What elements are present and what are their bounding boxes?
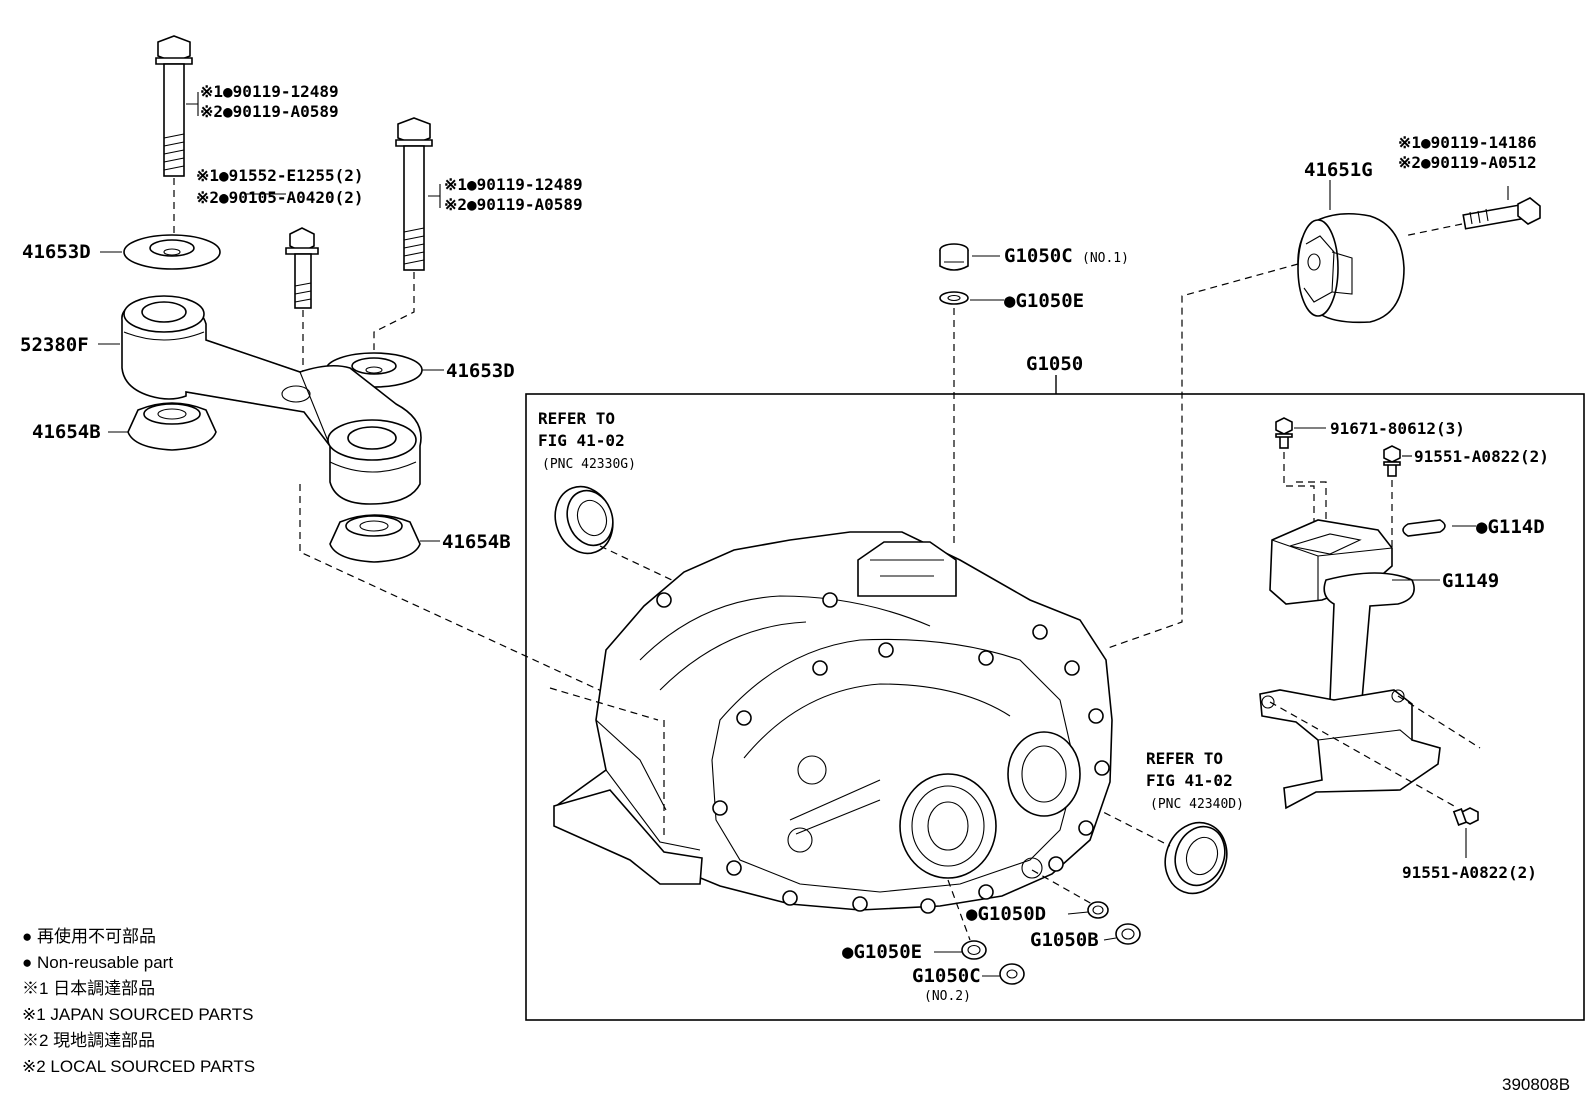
bolt-91551-bottom-icon[interactable]	[1452, 807, 1479, 826]
plug-top-note: (NO.1)	[1082, 251, 1129, 266]
washer-upper-label[interactable]: 41653D	[22, 241, 91, 263]
cushion-left-label[interactable]: 41654B	[32, 421, 101, 443]
engine-mount-icon[interactable]	[1297, 212, 1405, 324]
bracket-icon[interactable]	[121, 295, 422, 505]
long-bolt-right-icon[interactable]	[395, 117, 433, 271]
legend: ● 再使用不可部品 ● Non-reusable part ※1 日本調達部品 …	[22, 926, 255, 1076]
unit-g1149-icon[interactable]	[1259, 519, 1441, 810]
transaxle-housing-icon[interactable]	[553, 531, 1113, 914]
g1050e-lower-label[interactable]: ●G1050E	[842, 941, 922, 963]
refer-front-line1: REFER TO	[538, 409, 615, 428]
legend-item: ※2 LOCAL SOURCED PARTS	[22, 1057, 255, 1076]
engine-mount-label[interactable]: 41651G	[1304, 159, 1373, 181]
seal-g114d-label[interactable]: ●G114D	[1476, 516, 1545, 538]
legend-item: ● 再使用不可部品	[22, 926, 156, 946]
refer-front-line2: FIG 41-02	[538, 431, 625, 450]
diagram-id: 390808B	[1502, 1075, 1570, 1094]
g1050e-lower-icon[interactable]	[961, 940, 987, 960]
mount-bolt-pn2[interactable]: ※2●90119-A0512	[1398, 153, 1537, 172]
long-bolt-left-icon[interactable]	[155, 35, 193, 177]
assembly-label[interactable]: G1050	[1026, 353, 1083, 375]
bolt-91551-top-label[interactable]: 91551-A0822(2)	[1414, 447, 1549, 466]
bolt-top-left-pn2[interactable]: ※2●90119-A0589	[200, 102, 339, 121]
assembly-frame	[525, 393, 1585, 1021]
gasket-top-label[interactable]: ●G1050E	[1004, 290, 1084, 312]
washer-lower-label[interactable]: 41653D	[446, 360, 515, 382]
seal-g114d-icon[interactable]	[1402, 519, 1446, 537]
g1050c-lower-label[interactable]: G1050C	[912, 965, 981, 987]
g1050d-label[interactable]: ●G1050D	[966, 903, 1046, 925]
legend-item: ※2 現地調達部品	[22, 1031, 155, 1050]
plug-top-label[interactable]: G1050C	[1004, 245, 1073, 267]
bolt-91551-bottom-label[interactable]: 91551-A0822(2)	[1402, 863, 1537, 882]
g1050c-lower-icon[interactable]	[999, 963, 1025, 985]
g1050c-lower-note: (NO.2)	[924, 989, 971, 1004]
cushion-lower-icon[interactable]	[329, 514, 421, 563]
mount-bolt-pn1[interactable]: ※1●90119-14186	[1398, 133, 1537, 152]
legend-item: ※1 JAPAN SOURCED PARTS	[22, 1005, 254, 1024]
mount-bolt-icon[interactable]	[1462, 197, 1541, 230]
bolt-mid-pn2[interactable]: ※2●90105-A0420(2)	[196, 188, 364, 207]
g1050b-icon[interactable]	[1115, 923, 1141, 945]
short-bolt-mid-icon[interactable]	[285, 227, 319, 309]
bolt-right-pn1[interactable]: ※1●90119-12489	[444, 175, 583, 194]
refer-rear-line3: (PNC 42340D)	[1150, 797, 1244, 812]
cushion-lower-label[interactable]: 41654B	[442, 531, 511, 553]
washer-upper-icon[interactable]	[123, 234, 221, 270]
oil-seal-rear-icon[interactable]	[1155, 814, 1236, 902]
g1050b-label[interactable]: G1050B	[1030, 929, 1099, 951]
bolt-91671-label[interactable]: 91671-80612(3)	[1330, 419, 1465, 438]
refer-front-line3: (PNC 42330G)	[542, 457, 636, 472]
refer-rear-line2: FIG 41-02	[1146, 771, 1233, 790]
bolt-top-left-pn1[interactable]: ※1●90119-12489	[200, 82, 339, 101]
gasket-top-icon[interactable]	[939, 291, 969, 305]
oil-seal-front-icon[interactable]	[546, 478, 622, 561]
bolt-91671-icon[interactable]	[1275, 417, 1293, 449]
cushion-left-icon[interactable]	[127, 402, 217, 451]
refer-rear-line1: REFER TO	[1146, 749, 1223, 768]
legend-item: ※1 日本調達部品	[22, 979, 155, 998]
unit-g1149-label[interactable]: G1149	[1442, 570, 1499, 592]
bolt-91551-top-icon[interactable]	[1383, 445, 1401, 477]
bracket-label[interactable]: 52380F	[20, 334, 89, 356]
legend-item: ● Non-reusable part	[22, 953, 173, 972]
bolt-right-pn2[interactable]: ※2●90119-A0589	[444, 195, 583, 214]
g1050d-icon[interactable]	[1087, 901, 1109, 919]
bolt-mid-pn1[interactable]: ※1●91552-E1255(2)	[196, 166, 364, 185]
plug-top-icon[interactable]	[939, 243, 969, 271]
